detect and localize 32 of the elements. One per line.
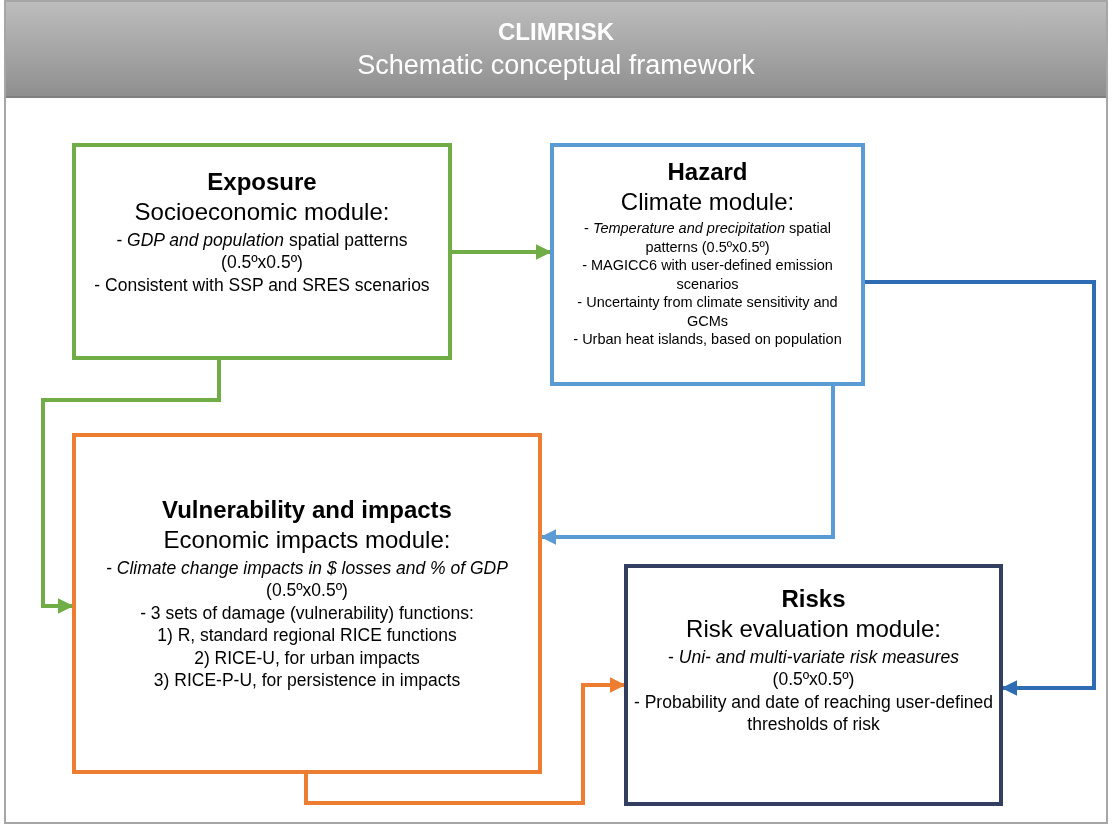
description-text: - Uni- and multi-variate risk measures (0.5ºx0.5º) (667, 646, 960, 691)
module-box (624, 564, 1003, 806)
framework-panel (4, 0, 1108, 824)
description-text: - Temperature and precipitation spatial patterns (0.5ºx0.5º) (583, 219, 832, 257)
description-text: - MAGICC6 with user-defined emission scenarios (581, 256, 834, 294)
connector-arrow (41, 360, 221, 614)
description-text: 3) RICE-P-U, for persistence in impacts (153, 668, 461, 692)
box-heading: Risks (781, 584, 846, 614)
module-title: Risk evaluation module: (686, 614, 941, 644)
description-text: - Uncertainty from climate sensitivity and GCMs (576, 293, 839, 331)
description-text: - Probability and date of reaching user-defined thresholds of risk (634, 690, 993, 736)
connector-arrow (452, 244, 552, 260)
module-box (72, 143, 452, 360)
description-text: - Urban heat islands, based on population (573, 330, 842, 349)
header-title: CLIMRISK (498, 17, 614, 46)
description-text: 2) RICE-U, for urban impacts (194, 646, 420, 669)
connector-arrow (865, 280, 1096, 696)
description-text: - GDP and population spatial patterns (0.5ºx0.5º) (115, 229, 409, 274)
description-text: - Consistent with SSP and SRES scenarios (94, 273, 430, 297)
box-heading: Hazard (667, 157, 748, 187)
module-title: Climate module: (620, 187, 795, 217)
box-heading: Vulnerability and impacts (162, 495, 452, 525)
box-heading: Exposure (207, 167, 317, 197)
description-text: - 3 sets of damage (vulnerability) functions: (140, 601, 474, 625)
connector-arrow (304, 677, 626, 805)
module-title: Economic impacts module: (163, 525, 451, 555)
module-box (550, 143, 865, 386)
header-subtitle: Schematic conceptual framework (357, 49, 755, 81)
description-text: 1) R, standard regional RICE functions (157, 624, 457, 647)
description-text: - Climate change impacts in $ losses and % of GDP (0.5ºx0.5º) (105, 557, 509, 602)
module-box (72, 433, 542, 774)
module-title: Socioeconomic module: (134, 197, 390, 227)
